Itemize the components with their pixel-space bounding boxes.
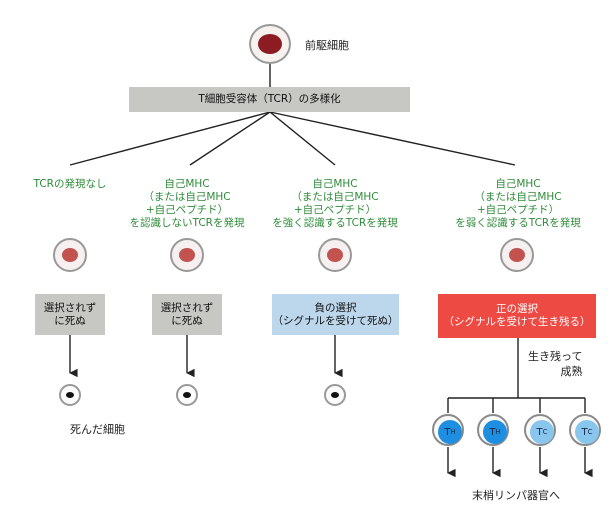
branch-2-heading-line: +自己ペプチド） — [145, 204, 229, 216]
outcome-label: 選択されず — [160, 301, 214, 314]
outcome-box-not-selected: 選択されず に死ぬ — [35, 294, 105, 335]
t-cell-subscript: H — [450, 428, 456, 436]
progenitor-cell-icon — [249, 24, 291, 64]
branch-2-heading-line: （または自己MHC — [143, 191, 231, 203]
t-cell-subscript: C — [542, 428, 548, 436]
fan-line-1 — [69, 111, 271, 166]
branch-3-heading: 自己MHC （または自己MHC +自己ペプチド） を強く認識するTCRを発現 — [268, 178, 402, 230]
branch-4-heading-line: +自己ペプチド） — [476, 204, 560, 216]
survive-label-line: 成熟 — [560, 365, 583, 378]
progenitor-label: 前駆細胞 — [305, 39, 349, 52]
branch-4-heading-line: （または自己MHC — [474, 191, 562, 203]
fan-line-4 — [269, 111, 516, 166]
tcr-diversification-label: T細胞受容体（TCR）の多様化 — [198, 93, 341, 105]
t-cell-label: T — [489, 426, 496, 438]
outcome-label: 選択されず — [43, 301, 97, 314]
branch-3-heading-line: 自己MHC — [312, 178, 358, 190]
t-cell-label: T — [536, 426, 543, 438]
survive-label-line: 生き残って — [528, 350, 583, 363]
branch-3-heading-line: を強く認識するTCRを発現 — [272, 217, 398, 229]
outcome-box-not-selected: 選択されず に死ぬ — [152, 294, 222, 335]
outcome-label: 負の選択 — [314, 301, 357, 314]
thymocyte-cell-icon — [53, 238, 87, 272]
thymocyte-cell-icon — [170, 238, 204, 272]
thymocyte-cell-icon — [318, 238, 352, 272]
t-cell-label: T — [444, 426, 451, 438]
branch-2-heading-line: を認識しないTCRを発現 — [129, 217, 245, 229]
destination-label: 末梢リンパ器官へ — [472, 489, 560, 502]
branch-3-heading-line: （または自己MHC — [291, 191, 379, 203]
dead-cell-icon — [59, 384, 81, 406]
outcome-label: （シグナルを受けて生き残る） — [443, 316, 591, 328]
dead-cell-icon — [176, 384, 198, 406]
branch-4-heading-line: 自己MHC — [495, 178, 541, 190]
t-cell-label: T — [581, 426, 588, 438]
dead-cell-label: 死んだ細胞 — [70, 423, 125, 436]
branch-3-heading-line: +自己ペプチド） — [293, 204, 377, 216]
outcome-label: （シグナルを受けて死ぬ） — [272, 314, 399, 327]
branch-4-heading-line: を弱く認識するTCRを発現 — [455, 217, 581, 229]
t-cell-subscript: C — [587, 428, 593, 436]
outcome-label: 正の選択 — [496, 303, 538, 315]
outcome-label: に死ぬ — [54, 314, 86, 327]
outcome-box-negative-selection: 負の選択 （シグナルを受けて死ぬ） — [272, 294, 399, 335]
survive-label: 生き残って 成熟 — [528, 349, 582, 379]
branch-2-heading: 自己MHC （または自己MHC +自己ペプチド） を認識しないTCRを発現 — [122, 178, 252, 230]
branch-1-heading: TCRの発現なし — [20, 178, 120, 191]
outcome-box-positive-selection: 正の選択 （シグナルを受けて生き残る） — [438, 294, 596, 338]
fan-line-2 — [189, 111, 271, 166]
t-cell-subscript: H — [495, 428, 501, 436]
tcr-diversification-box: T細胞受容体（TCR）の多様化 — [129, 87, 410, 112]
fan-line-3 — [269, 111, 336, 166]
branch-1-heading-line: TCRの発現なし — [33, 178, 107, 190]
dead-cell-icon — [324, 384, 346, 406]
branch-4-heading: 自己MHC （または自己MHC +自己ペプチド） を弱く認識するTCRを発現 — [446, 178, 590, 230]
outcome-label: に死ぬ — [171, 314, 203, 327]
branch-2-heading-line: 自己MHC — [164, 178, 210, 190]
thymocyte-cell-icon — [500, 238, 534, 272]
